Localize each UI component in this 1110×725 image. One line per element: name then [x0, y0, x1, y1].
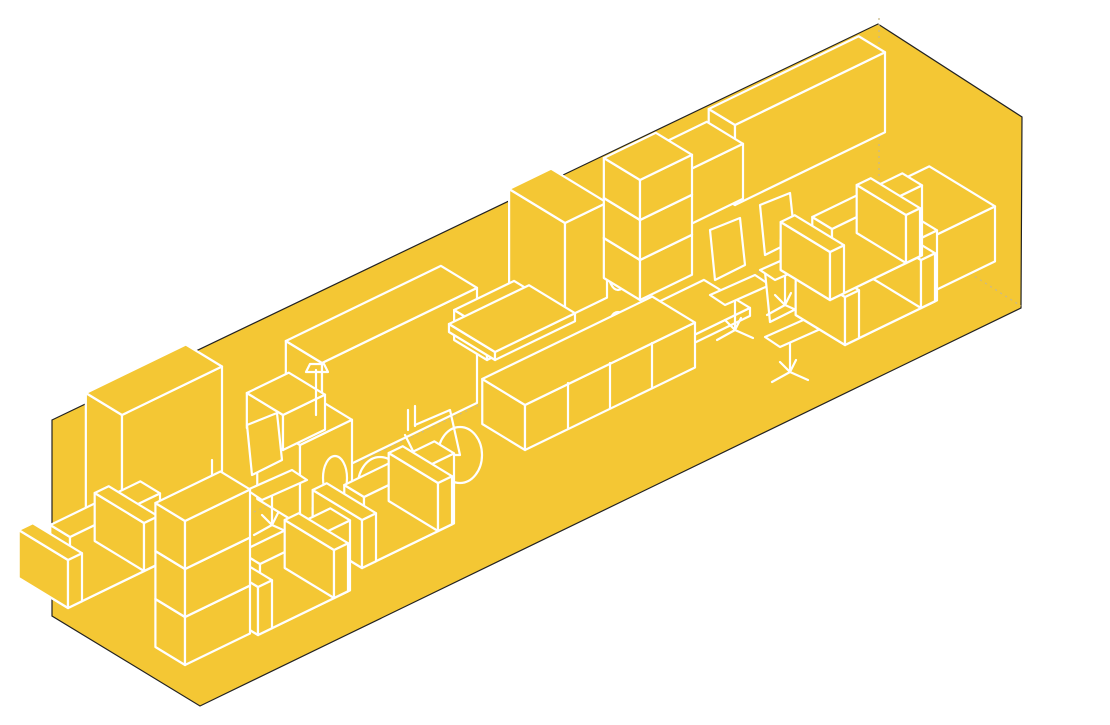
- armchair-front-arm-left-front: [256, 579, 274, 637]
- wardrobe-back-top: [707, 35, 887, 127]
- armchair-front-arm-right-front: [332, 542, 350, 600]
- moving-box-row-top: [481, 295, 697, 407]
- washer-stack-top: [508, 167, 609, 225]
- lamp: [304, 362, 330, 417]
- armchair-right-b-arm-left-top: [779, 214, 846, 254]
- armchair-front-arm-right-top: [283, 512, 350, 552]
- office-chair-left-backrest: [245, 411, 284, 477]
- office-chair-a-backrest: [708, 216, 747, 282]
- armchair-right-a-arm-right-front: [919, 252, 937, 310]
- armchair-left-arm-right-top: [93, 485, 160, 525]
- armchair-right-b-arm-right-top: [855, 177, 922, 217]
- armchair-right-a-arm-left-front: [843, 289, 861, 347]
- wardrobe-handles: [406, 404, 417, 432]
- office-chair-left-base: [252, 488, 292, 537]
- office-chair-left-seat: [245, 468, 309, 502]
- armchair-right-b-arm-right-front: [904, 207, 922, 265]
- refrigerator-top: [84, 343, 224, 417]
- armchair-middle-arm-left-front: [360, 512, 378, 570]
- wardrobe-top: [284, 264, 479, 365]
- armchair-left-arm-left-top: [17, 522, 84, 562]
- moving-box-dividers: [566, 341, 654, 430]
- armchair-middle-arm-right-top: [387, 445, 454, 485]
- office-chair-a-base: [715, 293, 755, 342]
- furniture-group: [17, 35, 997, 667]
- office-chair-b-base: [770, 335, 810, 384]
- armchair-middle-arm-right-front: [436, 475, 454, 533]
- armchair-right-b-arm-left-front: [828, 244, 846, 302]
- armchair-middle-arm-left-top: [311, 482, 378, 522]
- office-chair-c-base: [765, 268, 805, 317]
- microwave-top: [245, 371, 327, 417]
- cube-boxes-2-top: [602, 131, 694, 182]
- armchair-left-arm-left-front: [66, 552, 84, 610]
- moving-box-stack-2-top: [154, 470, 252, 523]
- desk-left-top: [447, 284, 577, 354]
